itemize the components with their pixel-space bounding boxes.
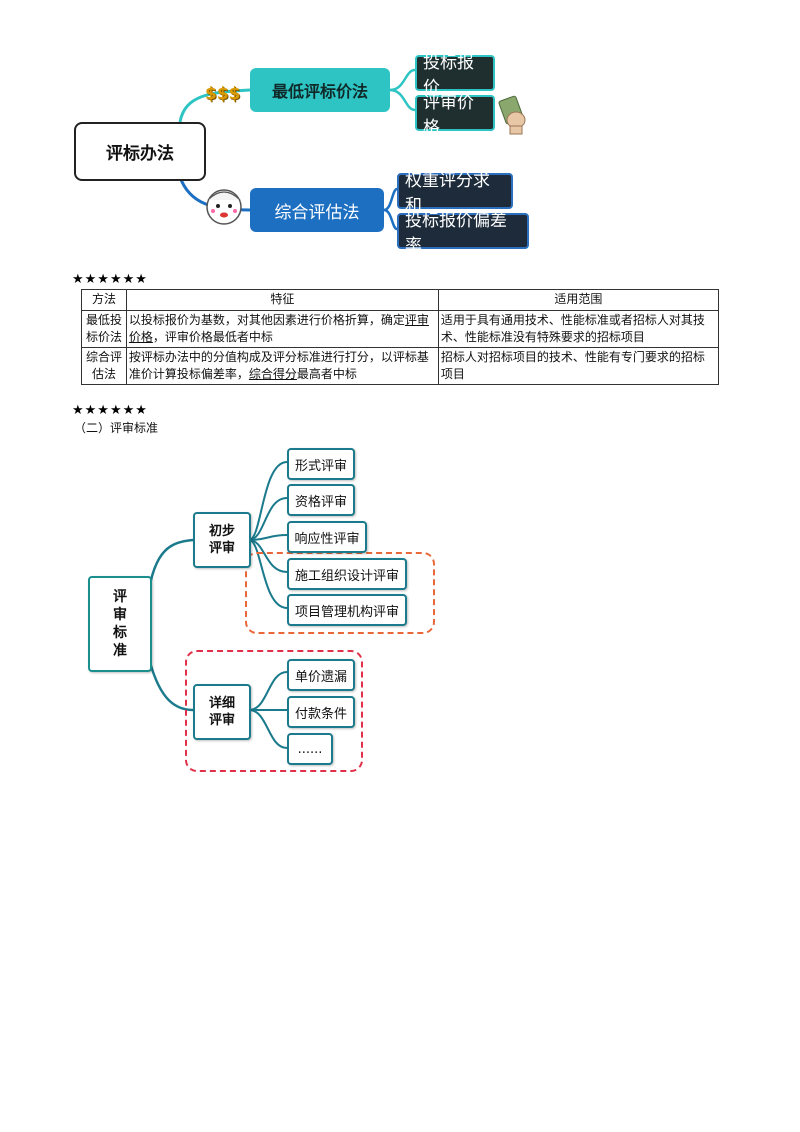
leaf-qualification-review: 资格评审: [287, 484, 355, 516]
section-heading: （二）评审标准: [74, 421, 159, 435]
branch-comprehensive-method: 综合评估法: [250, 188, 384, 232]
cell-feature: 以投标报价为基数，对其他因素进行价格折算，确定评审价格，评审价格最低者中标: [125, 310, 439, 348]
leaf-bid-deviation-rate: 投标报价偏差率: [397, 211, 529, 256]
money-hand-icon: [498, 95, 526, 135]
cell-scope: 适用于具有通用技术、性能标准或者招标人对其技术、性能标准没有特殊要求的招标项目: [437, 310, 720, 348]
evaluation-method-table: 方法 特征 适用范围 最低投标价法 以投标报价为基数，对其他因素进行价格折算，确…: [81, 289, 720, 385]
underlined-term: 综合得分: [248, 367, 297, 381]
header-scope: 适用范围: [437, 289, 720, 311]
leaf-responsiveness-review: 响应性评审: [287, 521, 367, 553]
header-feature: 特征: [125, 289, 439, 311]
leaf-ellipsis: ......: [287, 733, 333, 765]
evaluation-method-mindmap: 评标办法 $$$ 最低评标价法 综合评估法 投标报价 评审价格 权重评分求和 投…: [0, 0, 800, 260]
leaf-weighted-score: 权重评分求和: [397, 171, 513, 216]
leaf-construction-design-review: 施工组织设计评审: [287, 558, 407, 590]
cell-scope: 招标人对招标项目的技术、性能有专门要求的招标项目: [437, 347, 720, 385]
header-method: 方法: [81, 289, 127, 311]
review-standard-mindmap: [0, 440, 800, 780]
cell-method: 综合评估法: [81, 347, 127, 385]
importance-stars: ★★★★★★: [72, 403, 148, 418]
cell-method: 最低投标价法: [81, 310, 127, 348]
importance-stars: ★★★★★★: [72, 272, 148, 287]
leaf-unit-price-omission: 单价遗漏: [287, 659, 355, 691]
mindmap1-connectors: [178, 68, 526, 231]
branch-preliminary-review: 初步评审: [193, 512, 251, 568]
highlight-box-orange: [245, 552, 435, 634]
cell-feature: 按评标办法中的分值构成及评分标准进行打分，以评标基准价计算投标偏差率，综合得分最…: [125, 347, 439, 385]
leaf-bid-price: 投标报价: [415, 53, 495, 98]
dollar-signs-icon: $$$: [205, 84, 241, 104]
leaf-payment-terms: 付款条件: [287, 696, 355, 728]
table-row: 最低投标价法 以投标报价为基数，对其他因素进行价格折算，确定评审价格，评审价格最…: [81, 310, 720, 348]
branch-detailed-review: 详细评审: [193, 684, 251, 740]
branch-lowest-price-method: 最低评标价法: [250, 68, 390, 112]
table-row: 综合评估法 按评标办法中的分值构成及评分标准进行打分，以评标基准价计算投标偏差率…: [81, 347, 720, 385]
underlined-term: 评审价格: [128, 313, 429, 344]
highlight-box-red: [185, 650, 363, 772]
cartoon-face-icon: [206, 189, 242, 225]
mindmap1-root: 评标办法: [74, 122, 206, 181]
leaf-project-management-review: 项目管理机构评审: [287, 594, 407, 626]
table-header-row: 方法 特征 适用范围: [81, 289, 720, 311]
mindmap2-root: 评审标准: [88, 576, 152, 672]
leaf-review-price: 评审价格: [415, 93, 495, 138]
leaf-form-review: 形式评审: [287, 448, 355, 480]
